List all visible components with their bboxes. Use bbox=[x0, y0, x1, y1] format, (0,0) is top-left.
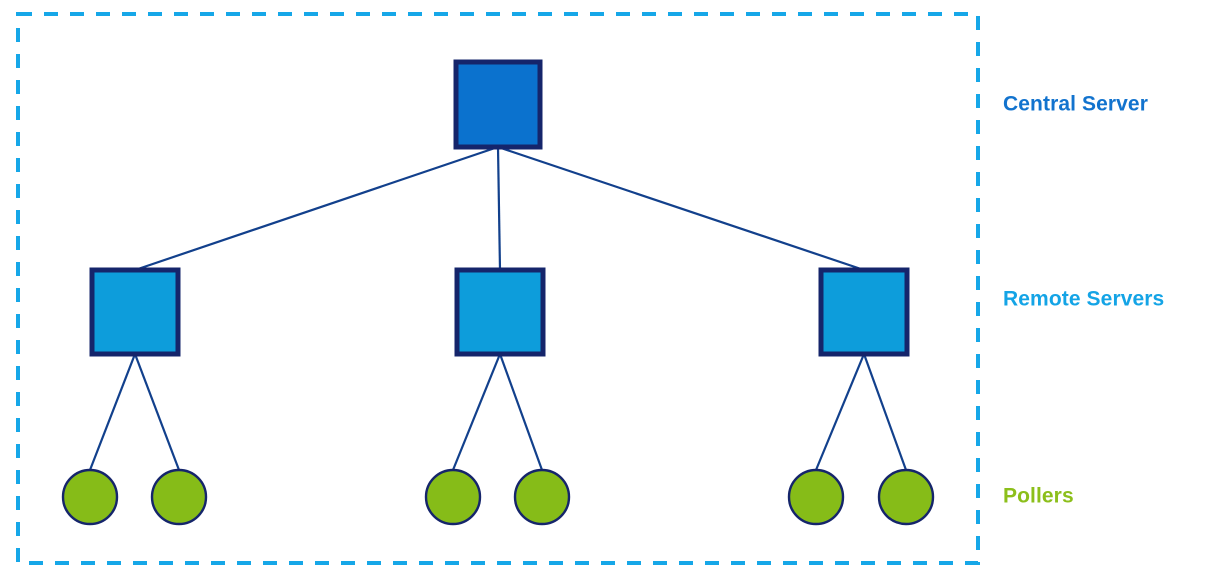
link-remote-3-to-poller-6 bbox=[862, 353, 908, 471]
remote-server-node-2[interactable] bbox=[454, 267, 546, 357]
remote-server-node-1[interactable] bbox=[89, 267, 181, 357]
link-remote-2-to-poller-4 bbox=[498, 353, 544, 471]
tier-label-remote: Remote Servers bbox=[1003, 288, 1164, 311]
pollers-tier bbox=[61, 468, 935, 526]
link-remote-1-to-poller-1 bbox=[88, 353, 137, 471]
central-server-tier bbox=[453, 59, 543, 150]
link-remote-2-to-poller-3 bbox=[451, 353, 502, 471]
link-central-to-remote-3 bbox=[497, 145, 865, 272]
link-central-to-remote-2 bbox=[496, 146, 502, 271]
poller-node-5[interactable] bbox=[787, 468, 845, 526]
tier-label-pollers: Pollers bbox=[1003, 485, 1074, 508]
poller-node-2[interactable] bbox=[150, 468, 208, 526]
deployment-boundary bbox=[16, 12, 980, 565]
poller-node-1[interactable] bbox=[61, 468, 119, 526]
link-remote-3-to-poller-5 bbox=[814, 353, 866, 471]
poller-node-6[interactable] bbox=[877, 468, 935, 526]
link-central-to-remote-1 bbox=[134, 145, 499, 272]
link-remote-1-to-poller-2 bbox=[133, 353, 181, 471]
tier-label-central: Central Server bbox=[1003, 93, 1148, 116]
connector-links bbox=[88, 145, 908, 471]
poller-node-3[interactable] bbox=[424, 468, 482, 526]
poller-node-4[interactable] bbox=[513, 468, 571, 526]
remote-server-node-3[interactable] bbox=[818, 267, 910, 357]
remote-servers-tier bbox=[89, 267, 910, 357]
central-server-node[interactable] bbox=[453, 59, 543, 150]
